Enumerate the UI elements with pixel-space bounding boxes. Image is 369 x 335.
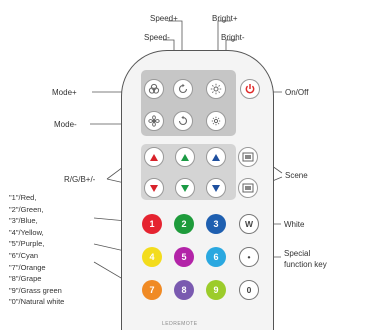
- key-6-button[interactable]: 6: [206, 247, 226, 267]
- key-7-button[interactable]: 7: [142, 280, 162, 300]
- mode-plus-label: Mode+: [52, 88, 77, 97]
- bright-minus-label: Bright-: [221, 33, 245, 42]
- arrow-up-icon: [150, 153, 158, 161]
- mode-plus-icon: [148, 83, 160, 94]
- blue-up-button[interactable]: [206, 147, 226, 167]
- speed-minus-button[interactable]: [173, 111, 193, 131]
- blue-down-button[interactable]: [206, 178, 226, 198]
- bright-plus-button[interactable]: [206, 79, 226, 99]
- white-button[interactable]: W: [239, 214, 259, 234]
- brand-label: LEDREMOTE: [162, 321, 198, 327]
- speed-plus-button[interactable]: [173, 79, 193, 99]
- key-label: 3: [213, 219, 219, 229]
- key-label: 7: [149, 285, 155, 295]
- key-1-button[interactable]: 1: [142, 214, 162, 234]
- scene-icon: [242, 183, 254, 193]
- key-0-button[interactable]: 0: [239, 280, 259, 300]
- arrow-up-icon: [212, 153, 220, 161]
- color-legend: "1"/Red, "2"/Green, "3"/Blue, "4"/Yellow…: [9, 192, 64, 308]
- key-8-button[interactable]: 8: [174, 280, 194, 300]
- key-label: 4: [149, 252, 155, 262]
- arrow-down-icon: [212, 184, 220, 192]
- arrow-up-icon: [181, 153, 189, 161]
- sun-small-icon: [211, 116, 221, 126]
- speed-minus-label: Speed-: [144, 33, 170, 42]
- sun-icon: [210, 83, 222, 95]
- power-button[interactable]: [240, 79, 260, 99]
- key-label: 9: [213, 285, 219, 295]
- scene-2-button[interactable]: [238, 178, 258, 198]
- power-icon: [245, 84, 255, 94]
- bright-plus-label: Bright+: [212, 14, 238, 23]
- mode-minus-button[interactable]: [144, 111, 164, 131]
- legend-item: "2"/Green,: [9, 204, 44, 214]
- key-label: •: [247, 252, 251, 262]
- refresh-reverse-icon: [178, 115, 188, 126]
- scene-1-button[interactable]: [238, 147, 258, 167]
- arrow-down-icon: [150, 184, 158, 192]
- key-label: 6: [213, 252, 219, 262]
- legend-item: "3"/Blue,: [9, 216, 38, 226]
- red-up-button[interactable]: [144, 147, 164, 167]
- legend-item: "7"/Orange: [9, 262, 46, 272]
- flower-icon: [148, 115, 160, 127]
- legend-item: "8"/Grape: [9, 274, 42, 284]
- key-label: 5: [181, 252, 187, 262]
- key-3-button[interactable]: 3: [206, 214, 226, 234]
- key-label: 1: [149, 219, 155, 229]
- remote-body: 1 2 3 W 4 5 6 • 7 8 9 0: [121, 50, 274, 330]
- on-off-label: On/Off: [285, 88, 309, 97]
- special-label-line2: function key: [284, 260, 327, 269]
- scene-label: Scene: [285, 171, 308, 180]
- key-9-button[interactable]: 9: [206, 280, 226, 300]
- bright-minus-button[interactable]: [206, 111, 226, 131]
- scene-icon: [242, 152, 254, 162]
- legend-item: "1"/Red,: [9, 193, 37, 202]
- special-function-button[interactable]: •: [239, 247, 259, 267]
- key-2-button[interactable]: 2: [174, 214, 194, 234]
- green-up-button[interactable]: [175, 147, 195, 167]
- legend-item: "9"/Grass green: [9, 285, 62, 295]
- key-4-button[interactable]: 4: [142, 247, 162, 267]
- rgb-label: R/G/B+/-: [64, 175, 96, 184]
- key-5-button[interactable]: 5: [174, 247, 194, 267]
- mode-minus-label: Mode-: [54, 120, 77, 129]
- key-label: 0: [246, 285, 252, 295]
- key-label: 8: [181, 285, 187, 295]
- arrow-down-icon: [181, 184, 189, 192]
- green-down-button[interactable]: [175, 178, 195, 198]
- legend-item: "4"/Yellow,: [9, 227, 44, 237]
- legend-item: "6"/Cyan: [9, 250, 39, 260]
- key-label: 2: [181, 219, 187, 229]
- legend-item: "0"/Natural white: [9, 297, 65, 307]
- legend-item: "5"/Purple,: [9, 239, 45, 249]
- speed-plus-label: Speed+: [150, 14, 178, 23]
- special-label-line1: Special: [284, 249, 311, 258]
- red-down-button[interactable]: [144, 178, 164, 198]
- white-label: White: [284, 220, 305, 229]
- mode-plus-button[interactable]: [144, 79, 164, 99]
- refresh-icon: [178, 83, 188, 94]
- key-label: W: [244, 219, 254, 229]
